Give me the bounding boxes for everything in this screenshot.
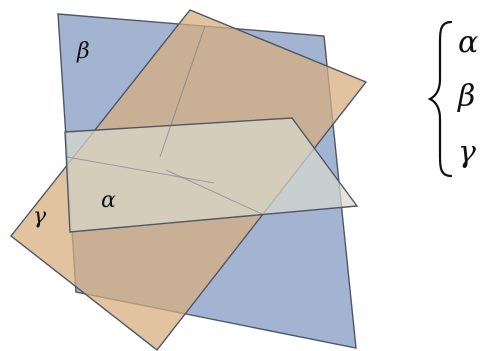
system-item-gamma: γ <box>458 135 476 170</box>
plane-label-alpha: α <box>101 188 116 213</box>
system-item-alpha: α <box>458 25 479 60</box>
plane-label-gamma: γ <box>33 204 47 229</box>
plane-alpha <box>64 117 359 233</box>
intersection-line-beta-gamma <box>159 25 206 158</box>
plane-label-beta: β <box>76 39 90 64</box>
left-brace-icon <box>428 20 453 178</box>
system-item-beta: β <box>458 79 476 114</box>
intersection-line-alpha-gamma <box>66 156 215 184</box>
equation-system: α β γ <box>428 14 483 184</box>
intersection-line-alpha-beta <box>165 169 263 215</box>
